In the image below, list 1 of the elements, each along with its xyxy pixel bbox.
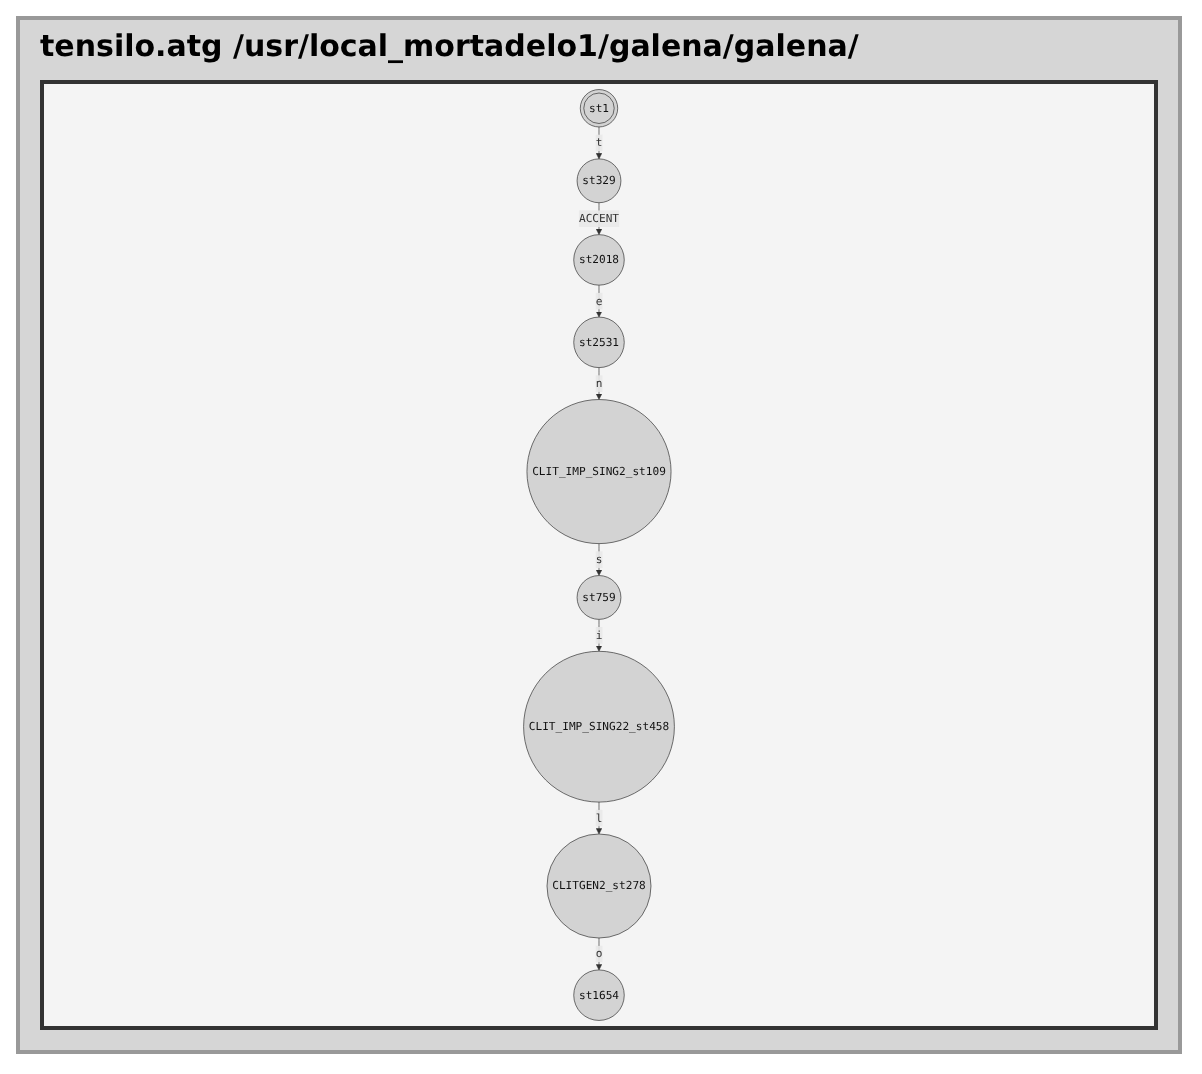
- window-title: tensilo.atg /usr/local_mortadelo1/galena/galena/: [40, 28, 859, 64]
